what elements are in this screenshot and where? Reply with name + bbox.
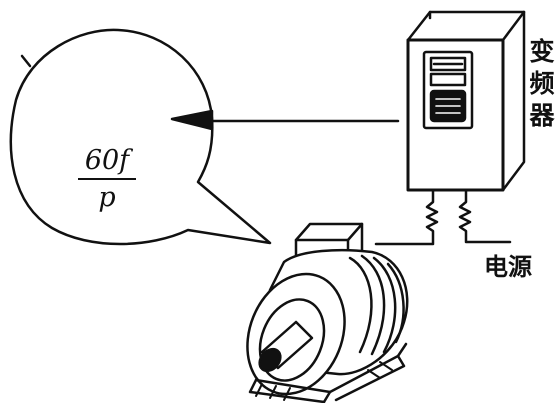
inverter-label-char-2: 频 — [529, 69, 555, 98]
formula-denominator: p — [98, 182, 116, 213]
inverter-box — [406, 10, 526, 192]
speed-formula: 60f p — [66, 147, 148, 211]
motor-cable — [374, 188, 439, 246]
power-supply-label: 电源 — [484, 253, 532, 281]
fraction-bar — [78, 178, 136, 180]
power-cable — [458, 188, 512, 244]
inverter-label-char-1: 变 — [529, 37, 555, 66]
inverter-label: 变 频 器 — [527, 36, 557, 132]
signal-arrowhead — [170, 109, 214, 131]
motor — [246, 222, 409, 403]
bubble-tick — [20, 54, 32, 68]
inverter-label-char-3: 器 — [529, 101, 555, 130]
formula-numerator: 60f — [84, 145, 130, 176]
speech-bubble — [9, 28, 272, 246]
